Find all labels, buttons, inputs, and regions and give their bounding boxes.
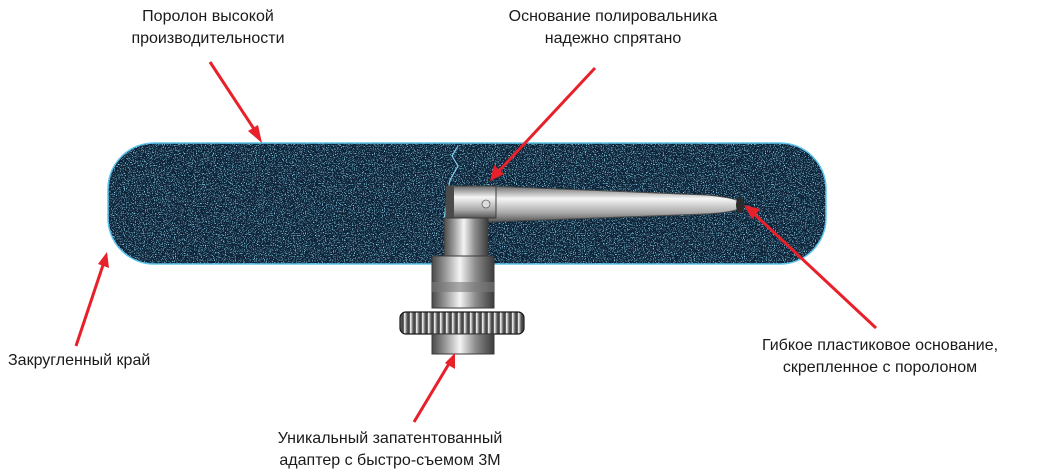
arrow-flex-base	[744, 205, 878, 330]
label-rounded-edge-line1: Закругленный край	[8, 352, 151, 369]
hidden-base-block	[445, 185, 497, 219]
arrows	[74, 61, 878, 423]
adapter-bottom	[431, 333, 495, 355]
label-base-hidden-line1: Основание полировальника	[508, 8, 718, 25]
arrow-rounded-edge	[74, 252, 109, 347]
label-adapter-line1: Уникальный запатентованный	[277, 430, 503, 447]
knurled-ring	[399, 311, 525, 335]
adapter-stem	[431, 217, 495, 309]
label-flex-base-line1: Гибкое пластиковое основание,	[761, 337, 999, 354]
arrow-base-hidden	[490, 66, 597, 181]
label-foam-line2: производительности	[131, 30, 285, 47]
flexible-plastic-base	[485, 185, 744, 223]
label-flex-base-line2: скрепленное с поролоном	[782, 359, 978, 376]
label-base-hidden: Основание полировальника надежно спрятан…	[478, 6, 748, 50]
arrow-adapter	[412, 353, 455, 423]
label-adapter: Уникальный запатентованный адаптер с быс…	[240, 428, 540, 472]
label-foam-line1: Поролон высокой	[142, 8, 274, 25]
arrow-foam	[208, 61, 262, 143]
label-flex-base: Гибкое пластиковое основание, скрепленно…	[730, 335, 1030, 379]
label-rounded-edge: Закругленный край	[8, 350, 208, 372]
label-adapter-line2: адаптер с быстро-съемом 3M	[279, 452, 501, 469]
label-base-hidden-line2: надежно спрятано	[544, 30, 682, 47]
label-foam: Поролон высокой производительности	[108, 6, 308, 50]
